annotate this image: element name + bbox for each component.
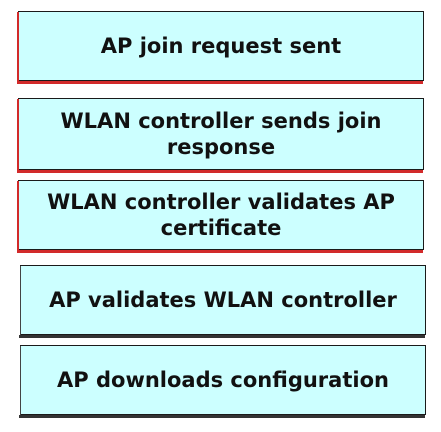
step-validate-controller: AP validates WLAN controller <box>19 265 426 338</box>
step-label: WLAN controller validates AP certificate <box>47 190 395 240</box>
step-download-configuration: AP downloads configuration <box>19 345 426 418</box>
step-validate-ap-certificate: WLAN controller validates AP certificate <box>17 180 424 253</box>
step-join-response: WLAN controller sends join response <box>17 98 424 173</box>
step-join-request: AP join request sent <box>17 11 424 84</box>
step-label: AP validates WLAN controller <box>49 288 397 312</box>
step-label: WLAN controller sends join response <box>60 109 382 159</box>
step-label: AP downloads configuration <box>57 368 389 392</box>
step-label: AP join request sent <box>100 34 342 58</box>
